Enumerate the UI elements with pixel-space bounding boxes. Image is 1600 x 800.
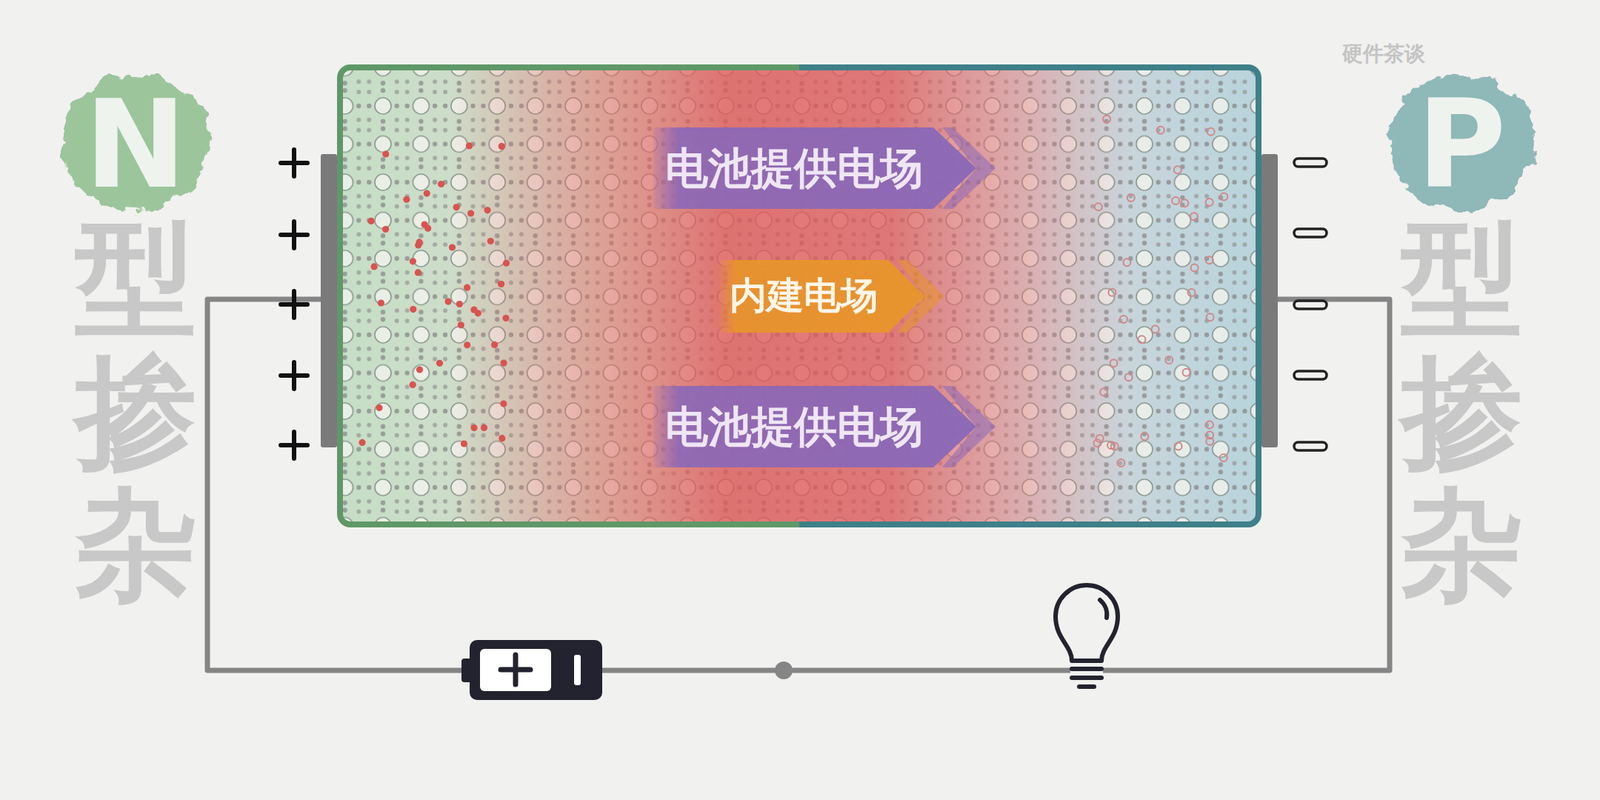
semiconductor-block [340, 67, 1259, 525]
hole-circle [1171, 197, 1180, 205]
electron-dot [371, 262, 378, 270]
hole-circle [1096, 434, 1104, 443]
arrow-label: 电池提供电场 [665, 143, 923, 194]
holes [1094, 115, 1229, 467]
hole-circle [1188, 288, 1196, 297]
field-arrow: 电池提供电场 [653, 385, 996, 468]
electron-dot [474, 309, 482, 317]
hole-circle [1206, 313, 1215, 321]
electron-dot [414, 268, 422, 276]
hole-circle [1205, 198, 1214, 206]
hole-circle [1174, 442, 1183, 451]
hole-circle [1117, 459, 1125, 467]
hole-circle [1107, 441, 1115, 449]
electron-dot [491, 341, 498, 349]
hole-circle [1190, 212, 1198, 220]
watermark: 硬件茶谈 [1342, 40, 1426, 69]
electron-dot [368, 217, 375, 225]
electron-dot [358, 439, 366, 446]
electron-dot [465, 142, 473, 149]
electrode-plate [320, 154, 338, 448]
electron-dot [470, 424, 478, 432]
electron-dot [500, 360, 508, 367]
electron-dot [497, 280, 505, 288]
free-electrons [358, 142, 510, 447]
electron-dot [436, 360, 443, 367]
electron-dot [409, 381, 417, 389]
hole-circle [1108, 288, 1116, 297]
hole-circle [1137, 335, 1146, 343]
electron-dot [457, 321, 465, 329]
block-border [340, 67, 1259, 525]
electron-dot [463, 341, 471, 349]
electron-dot [445, 298, 452, 306]
field-arrow: 内建电场 [719, 260, 945, 333]
hole-circle [1100, 388, 1108, 396]
electron-dot [382, 225, 389, 233]
electron-dot [409, 305, 417, 313]
hole-circle [1125, 373, 1133, 381]
minus-signs [1294, 158, 1327, 451]
hole-circle [1122, 258, 1131, 266]
hole-circle [1157, 126, 1165, 135]
hole-circle [1102, 115, 1111, 123]
electrode-plate [1261, 154, 1278, 448]
hole-circle [1120, 315, 1128, 323]
electron-dot [500, 400, 507, 407]
electron-dot [502, 260, 510, 267]
junction-dot [774, 661, 793, 680]
hole-circle [1094, 202, 1103, 211]
electron-dot [453, 203, 460, 211]
electron-dot [498, 142, 506, 150]
electron-dot [402, 196, 410, 203]
hole-circle [1205, 256, 1214, 264]
hole-circle [1110, 359, 1118, 367]
plus-signs [280, 149, 308, 459]
hole-circle [1220, 454, 1228, 462]
electron-dot [382, 150, 389, 158]
hole-circle [1180, 199, 1189, 207]
electron-dot [456, 300, 463, 308]
hole-circle [1182, 368, 1191, 377]
electron-dot [377, 299, 385, 306]
electron-dot [498, 434, 506, 442]
hole-circle [1205, 421, 1214, 429]
electron-dot [467, 209, 475, 217]
hole-circle [1174, 165, 1182, 174]
electron-dot [375, 404, 383, 412]
electron-dot [480, 424, 488, 432]
arrow-label: 内建电场 [729, 274, 878, 318]
electron-dot [448, 243, 456, 251]
electron-dot [423, 190, 431, 198]
doping-label: N型掺杂 [74, 78, 197, 614]
electron-dot [487, 237, 495, 245]
battery-symbol [461, 640, 603, 700]
hole-circle [1220, 193, 1228, 201]
arrow-label: 电池提供电场 [665, 402, 923, 452]
hole-circle [1140, 432, 1149, 440]
electron-dot [437, 180, 445, 188]
electron-dot [414, 241, 422, 249]
electron-dot [416, 366, 423, 374]
electron-dot [502, 314, 509, 322]
hole-circle [1191, 263, 1199, 272]
hole-circle [1207, 128, 1215, 136]
hole-circle [1127, 194, 1135, 202]
hole-circle [1165, 356, 1173, 364]
electron-dot [409, 257, 417, 265]
electron-dot [420, 220, 428, 228]
electron-dot [484, 206, 492, 214]
hole-circle [1151, 325, 1160, 334]
doping-label: P型掺杂 [1400, 78, 1523, 614]
hole-circle [1205, 437, 1214, 446]
electron-dot [460, 440, 468, 447]
field-arrow: 电池提供电场 [653, 127, 996, 209]
lightbulb-symbol [1055, 585, 1118, 687]
electron-dot [463, 284, 471, 292]
